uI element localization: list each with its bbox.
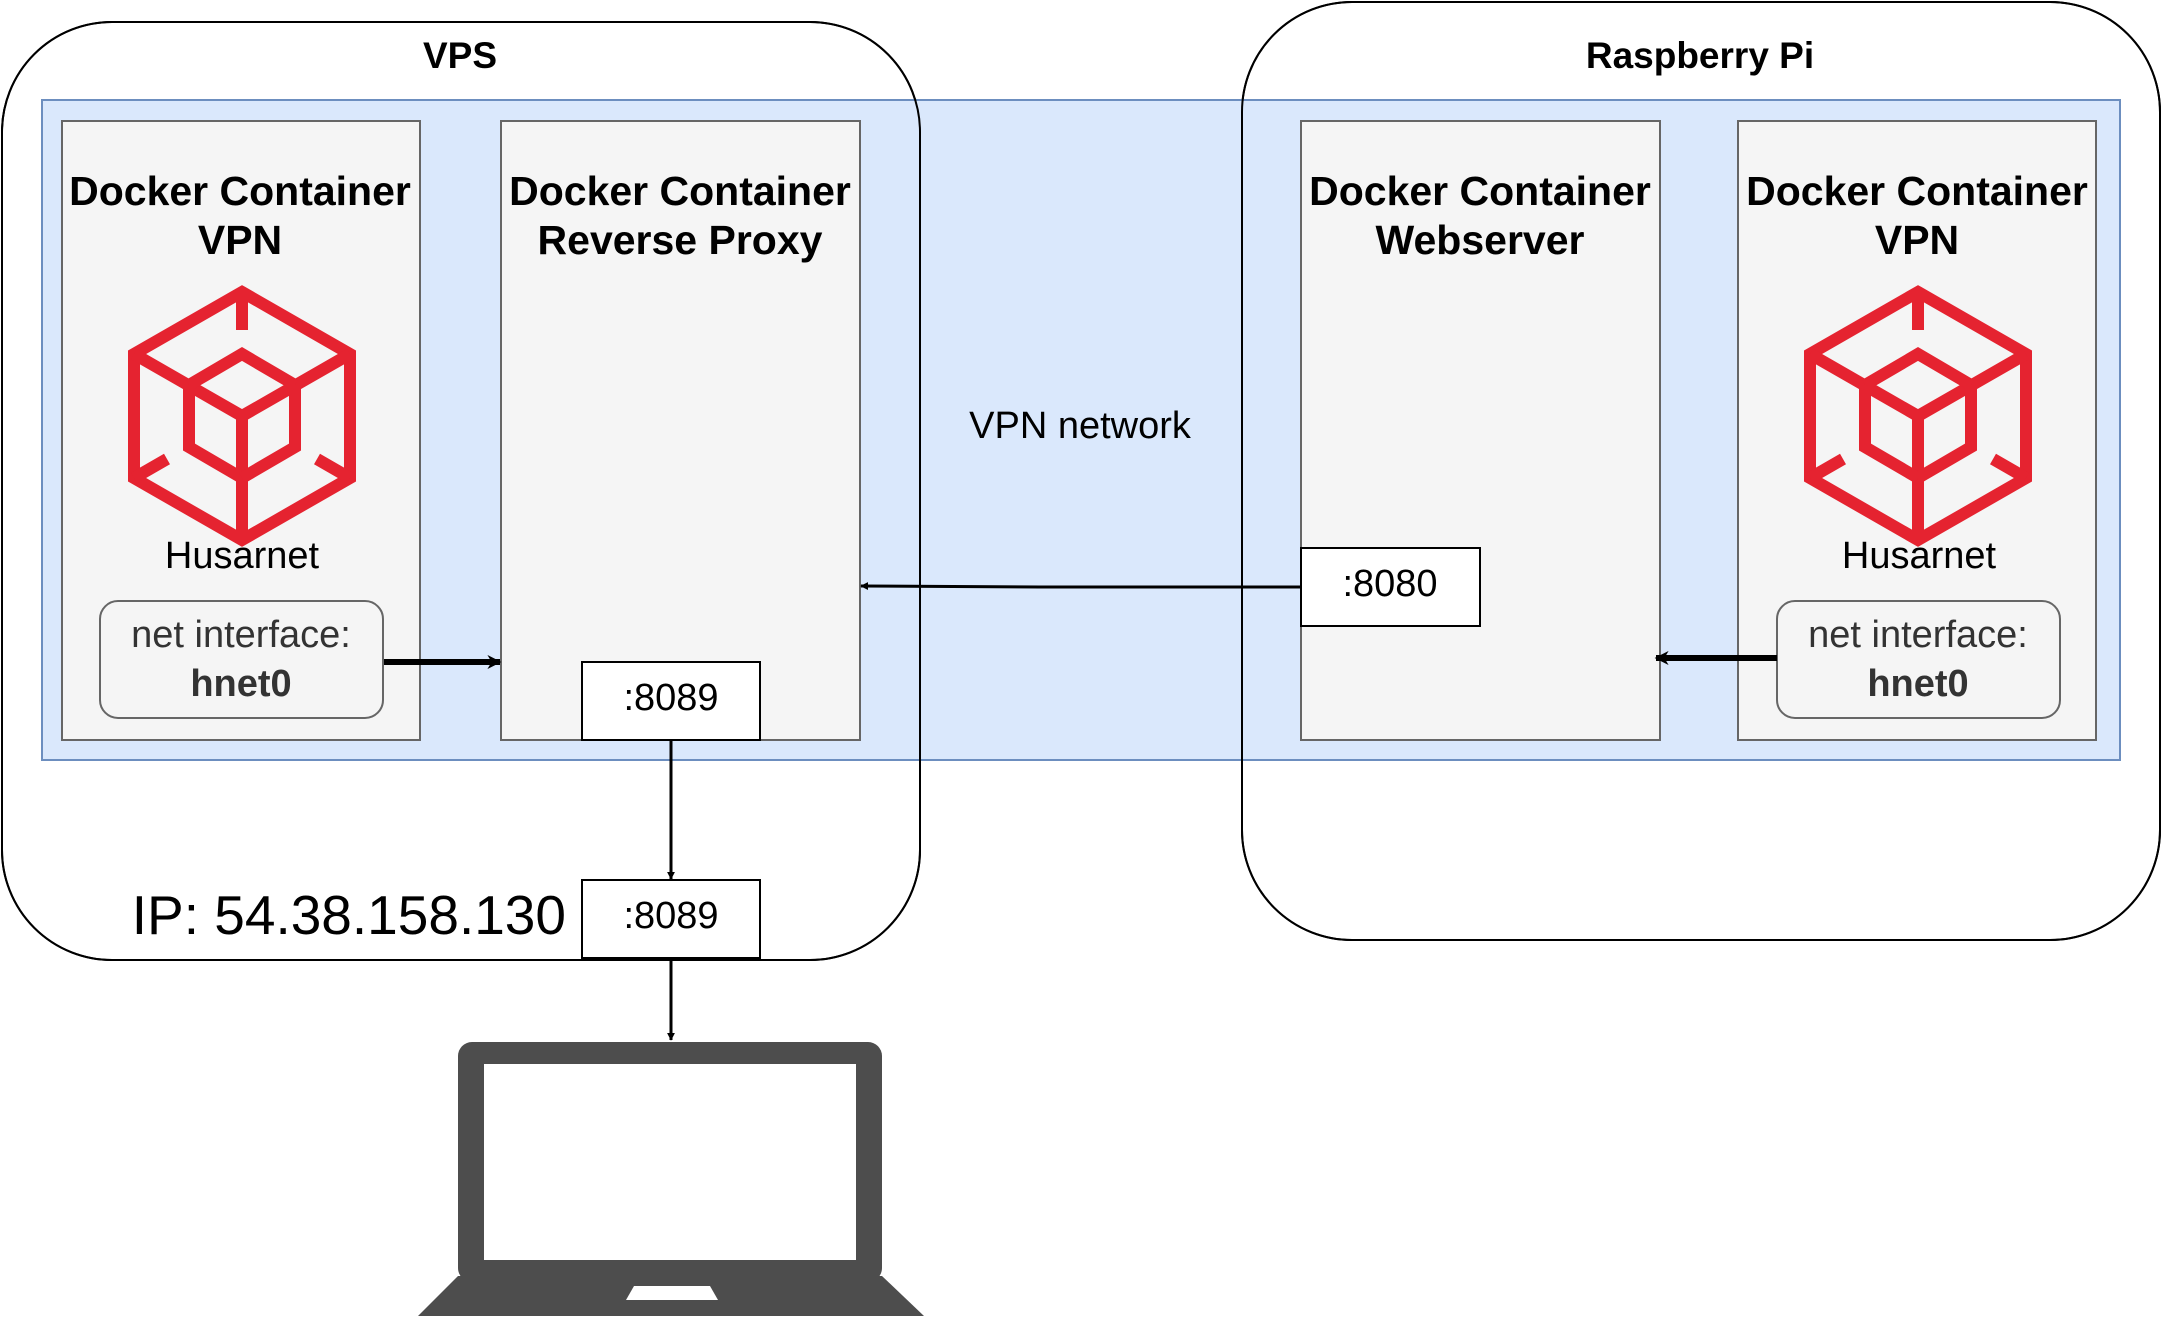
laptop-icon (418, 1042, 924, 1316)
webserver-title-line1: Docker Container (1309, 168, 1651, 214)
proxy-port-label: :8089 (623, 677, 718, 719)
webserver-port-label: :8080 (1342, 563, 1437, 605)
vps-vpn-title-line2: VPN (198, 217, 282, 263)
reverse-proxy-container (500, 120, 861, 741)
public-port-box (581, 879, 761, 959)
pi-vpn-title-line2: VPN (1875, 217, 1959, 263)
webserver-port-box (1300, 547, 1481, 627)
vps-vpn-title-line1: Docker Container (69, 168, 411, 214)
vps-net-interface-name: hnet0 (190, 663, 291, 705)
pi-husarnet-label: Husarnet (1842, 535, 1997, 577)
public-port-label: :8089 (623, 895, 718, 937)
proxy-port-box (581, 661, 761, 741)
raspberry-pi-title: Raspberry Pi (1586, 35, 1814, 76)
vps-husarnet-label: Husarnet (165, 535, 320, 577)
webserver-to-proxy-arrow (860, 582, 1301, 591)
webserver-container (1300, 120, 1661, 741)
proxy-title-line2: Reverse Proxy (538, 217, 823, 263)
raspberry-pi-host-outline (1241, 1, 2161, 941)
pi-net-interface-name: hnet0 (1867, 663, 1968, 705)
vps-net-interface-label: net interface: (131, 614, 351, 656)
pi-net-interface-label: net interface: (1808, 614, 2028, 656)
public-ip-label: IP: 54.38.158.130 (132, 884, 566, 946)
webserver-title-line2: Webserver (1376, 217, 1585, 263)
pi-vpn-title-line1: Docker Container (1746, 168, 2088, 214)
proxy-title-line1: Docker Container (509, 168, 851, 214)
vps-net-interface-box (99, 600, 384, 719)
vps-title: VPS (423, 35, 497, 76)
vps-host-outline (1, 21, 921, 961)
vpn-network-label: VPN network (969, 405, 1192, 447)
